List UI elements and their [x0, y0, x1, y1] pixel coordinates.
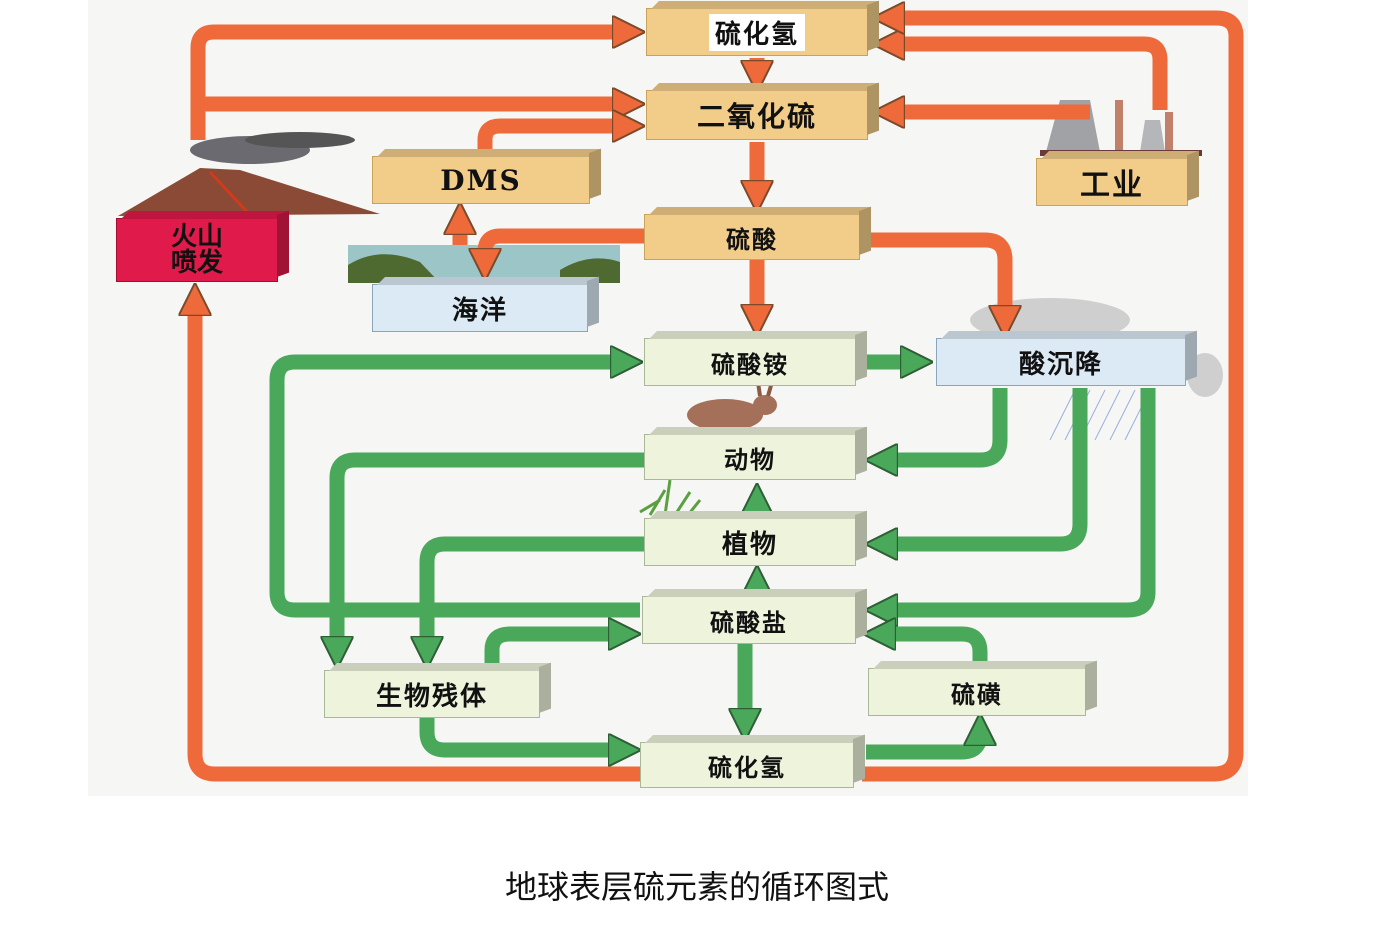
- arrow-animals-to-remains: [337, 452, 645, 656]
- arrow-plants-to-remains: [427, 536, 645, 656]
- node-sulfate-label: 硫酸盐: [710, 608, 788, 637]
- node-animals-label: 动物: [724, 445, 776, 474]
- arrow-remains-to-sulfate: [484, 634, 628, 668]
- arrow-acid-to-sulfate: [878, 388, 1156, 610]
- node-ammonium-sulfate: 硫酸铵: [644, 338, 856, 386]
- node-h2s-top: 硫化氢: [646, 8, 868, 56]
- node-pyrite-label: 硫磺: [951, 680, 1003, 709]
- arrow-industry-to-h2s-1: [885, 44, 1168, 110]
- arrow-sulfuric-to-ocean: [485, 228, 645, 268]
- diagram-caption: 地球表层硫元素的循环图式: [504, 868, 889, 906]
- node-so2: 二氧化硫: [646, 90, 868, 140]
- arrow-dms-to-so2: [477, 126, 632, 150]
- node-remains: 生物残体: [324, 670, 540, 718]
- arrow-sulfate-to-ammonium: [269, 362, 640, 618]
- rain-illustration: [1049, 389, 1151, 441]
- node-h2s-bottom: 硫化氢: [640, 742, 854, 788]
- arrow-remains-to-h2s: [419, 718, 628, 750]
- arrow-acid-to-animals: [878, 388, 1008, 460]
- node-industry-label: 工业: [1080, 168, 1144, 203]
- rabbit-illustration: [687, 381, 777, 431]
- node-h2s-top-label: 硫化氢: [708, 13, 805, 51]
- arrow-sulfuric-to-acid-deposition: [870, 232, 1005, 325]
- node-remains-label: 生物残体: [375, 681, 488, 712]
- arrow-volcano-to-h2s: [190, 32, 632, 140]
- node-acid-deposition-label: 酸沉降: [1018, 349, 1103, 380]
- arrow-acid-to-plants: [878, 388, 1088, 544]
- node-sulfuric-acid-label: 硫酸: [726, 225, 778, 254]
- arrow-h2s-bottom-to-volcano: [195, 296, 640, 782]
- node-volcano-label-line2: 喷发: [170, 248, 223, 278]
- arrow-h2s-bottom-to-h2s-top: [862, 18, 1244, 782]
- node-acid-deposition: 酸沉降: [936, 338, 1186, 386]
- node-dms: DMS: [372, 156, 590, 204]
- grass-illustration: [639, 479, 702, 516]
- node-ocean-label: 海洋: [451, 295, 508, 326]
- node-volcano: 火山 喷发: [116, 218, 278, 282]
- node-industry: 工业: [1036, 158, 1188, 206]
- node-ammonium-sulfate-label: 硫酸铵: [711, 350, 789, 379]
- node-pyrite: 硫磺: [868, 668, 1086, 716]
- node-plants: 植物: [644, 518, 856, 566]
- node-so2-label: 二氧化硫: [696, 100, 817, 133]
- node-animals: 动物: [644, 434, 856, 480]
- volcano-illustration: [118, 132, 380, 217]
- arrow-h2s-to-pyrite: [866, 726, 980, 760]
- node-h2s-bottom-label: 硫化氢: [708, 753, 786, 782]
- node-sulfate: 硫酸盐: [642, 596, 856, 644]
- node-ocean: 海洋: [372, 284, 588, 332]
- node-sulfuric-acid: 硫酸: [644, 214, 860, 260]
- arrow-pyrite-to-sulfate: [876, 634, 988, 668]
- node-dms-label: DMS: [440, 163, 522, 197]
- node-volcano-label-line1: 火山: [170, 222, 223, 252]
- node-plants-label: 植物: [721, 529, 778, 560]
